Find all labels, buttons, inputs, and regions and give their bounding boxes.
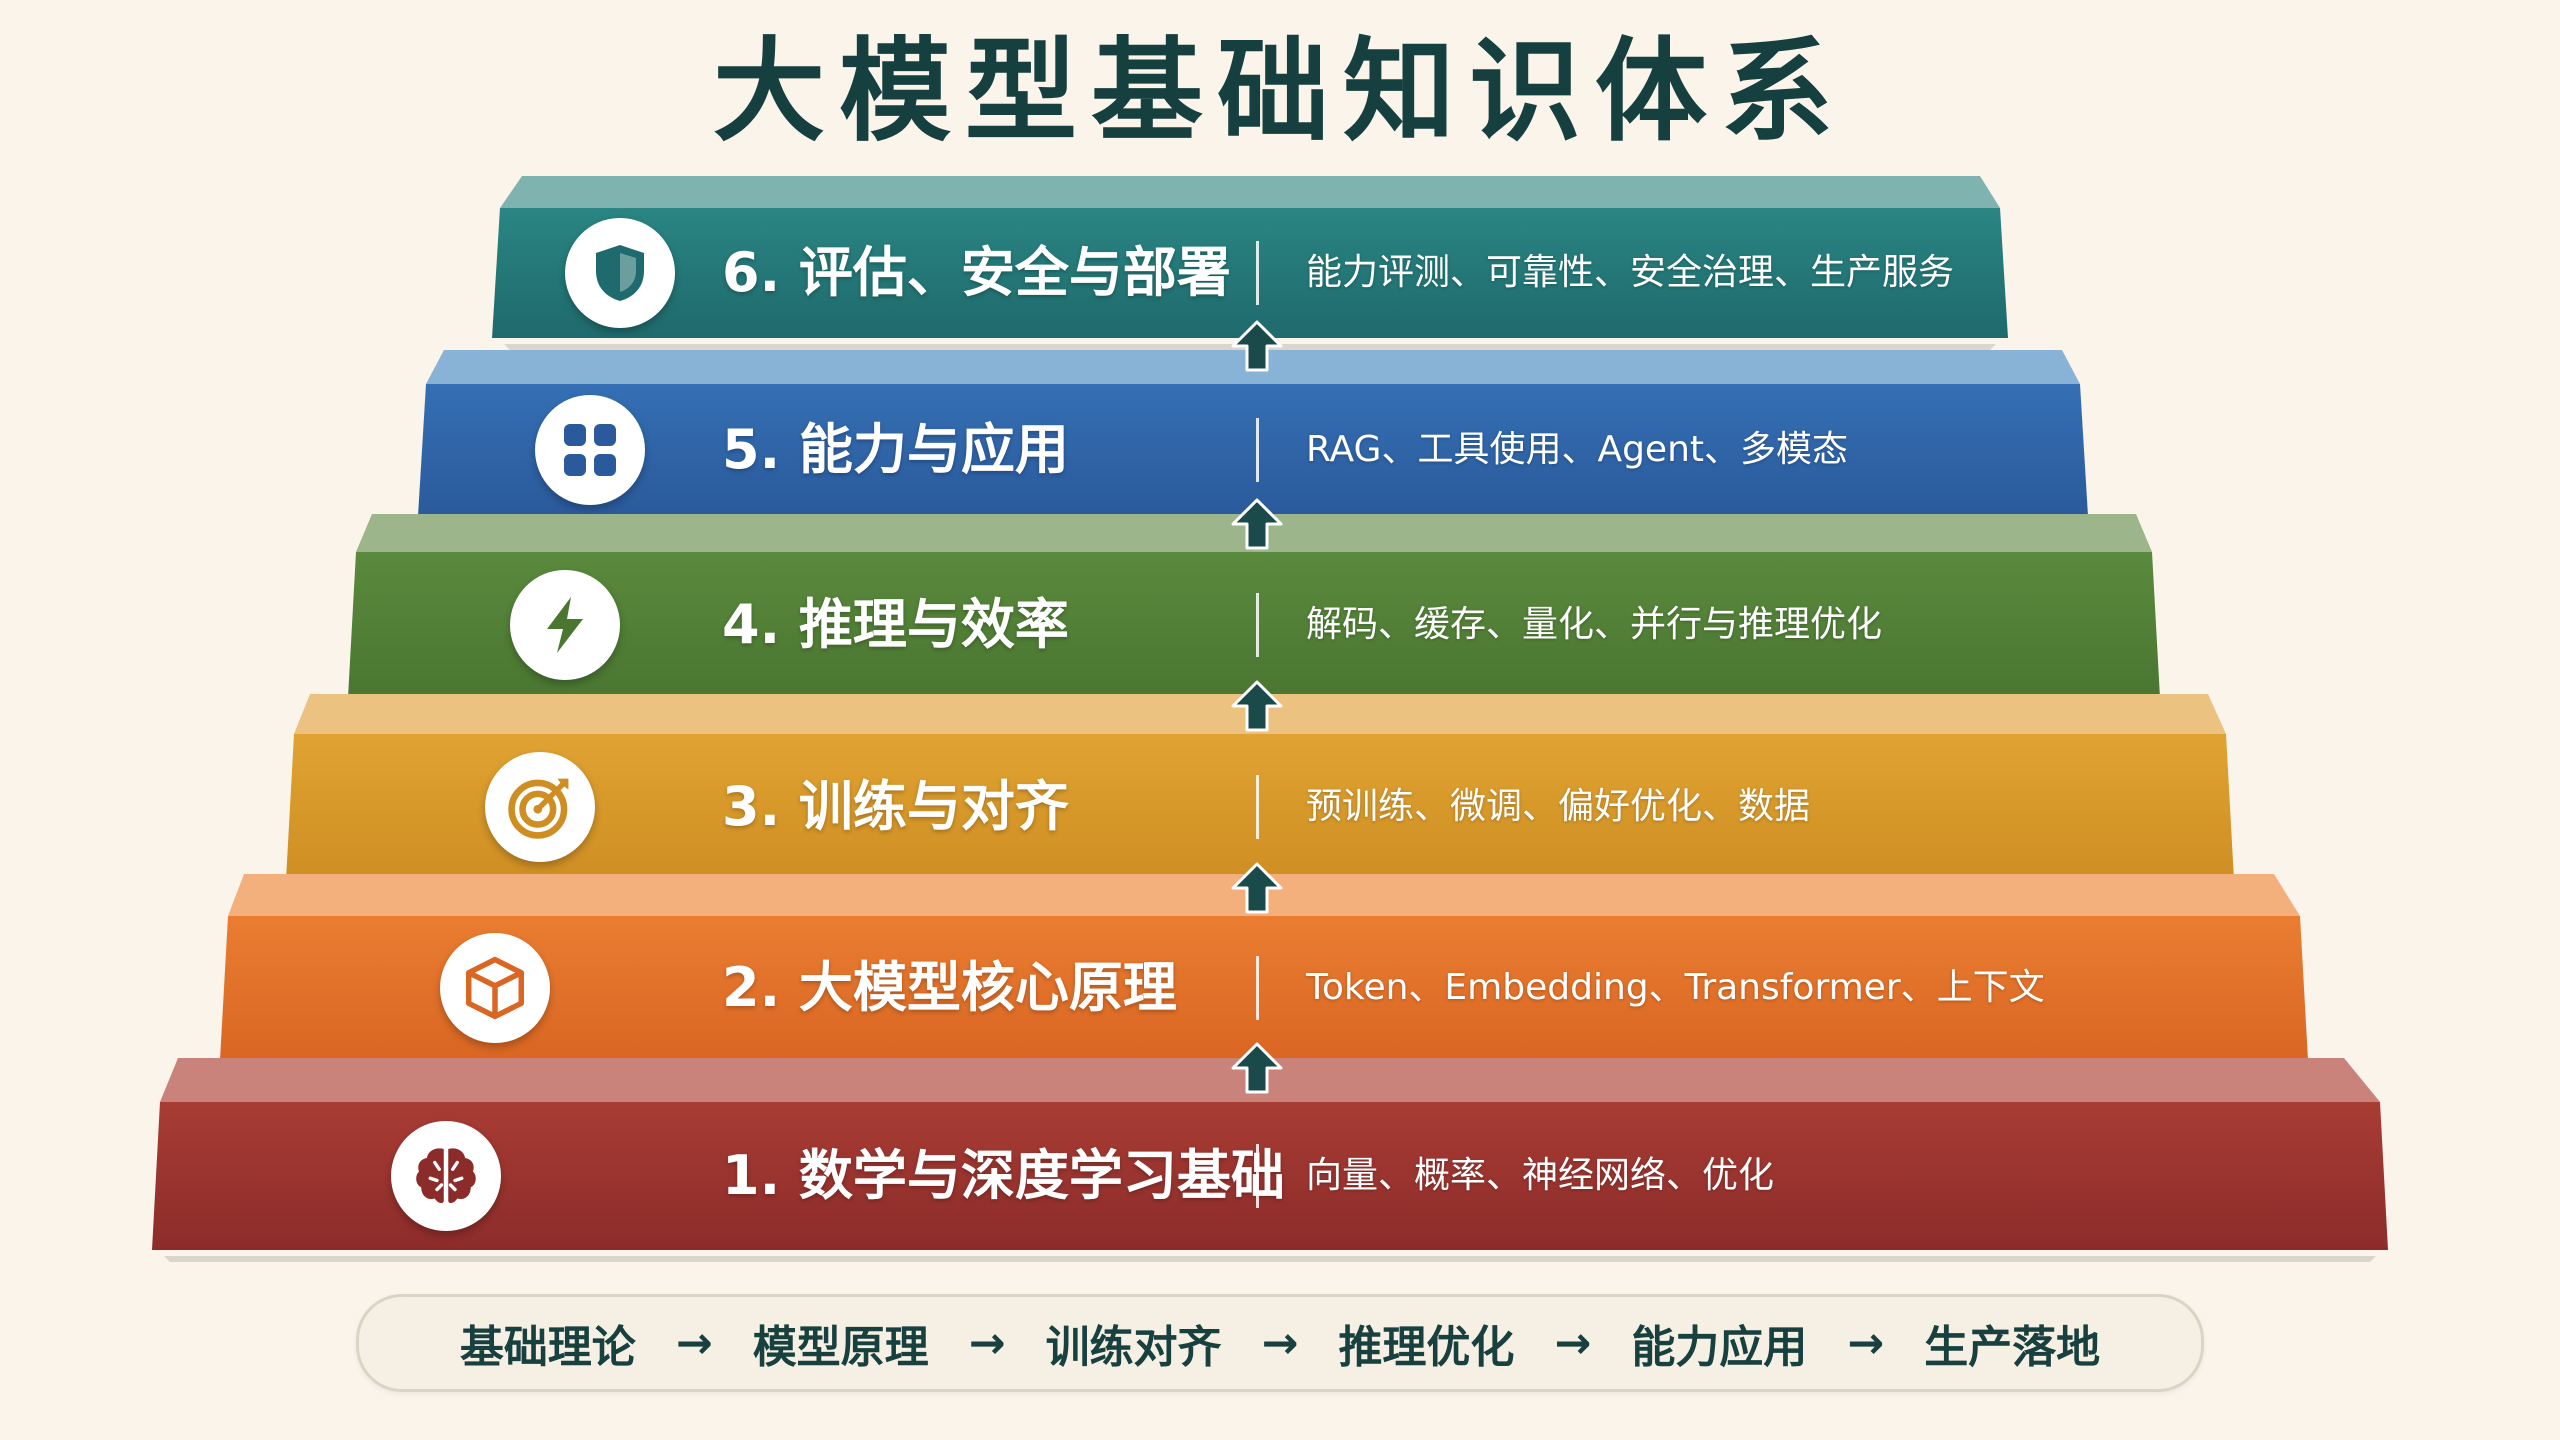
flow-step: 能力应用 [1631,1322,1808,1373]
tier-title: 3. 训练与对齐 [722,775,1069,838]
flow-step: 训练对齐 [1045,1322,1222,1373]
flow-bar: 基础理论 → 模型原理 → 训练对齐 → 推理优化 → 能力应用 → 生产落地 [356,1294,2204,1392]
tier-title: 4. 推理与效率 [722,593,1069,656]
tier-title: 6. 评估、安全与部署 [722,241,1231,304]
lightning-icon [510,570,620,680]
page-title: 大模型基础知识体系 [713,27,1847,157]
tier-divider [1256,418,1259,482]
tier-title: 5. 能力与应用 [722,418,1069,481]
grid-icon [535,395,645,505]
target-icon [485,752,595,862]
up-arrow-icon [1229,860,1285,916]
flow-arrow-icon: → [968,1317,1006,1369]
flow-arrow-icon: → [675,1317,713,1369]
tier-divider [1256,956,1259,1020]
flow-step: 生产落地 [1924,1322,2101,1373]
tier-divider [1256,593,1259,657]
flow-arrow-icon: → [1554,1317,1592,1369]
tier-topics: RAG、工具使用、Agent、多模态 [1306,429,1849,470]
tier-divider [1256,1144,1259,1208]
flow-arrow-icon: → [1261,1317,1299,1369]
up-arrow-icon [1229,1040,1285,1096]
tier-topics: 预训练、微调、偏好优化、数据 [1306,786,1811,827]
flow-arrow-icon: → [1847,1317,1885,1369]
flow-step: 模型原理 [752,1322,929,1373]
brain-icon [391,1121,501,1231]
up-arrow-icon [1229,496,1285,552]
tier-topics: 解码、缓存、量化、并行与推理优化 [1306,604,1883,645]
up-arrow-icon [1229,678,1285,734]
tier-topics: 向量、概率、神经网络、优化 [1306,1155,1775,1196]
tier-topics: 能力评测、可靠性、安全治理、生产服务 [1306,252,1955,293]
flow-step: 推理优化 [1338,1322,1515,1373]
flow-step: 基础理论 [459,1322,636,1373]
tier-divider [1256,775,1259,839]
tier-title: 1. 数学与深度学习基础 [722,1144,1285,1207]
up-arrow-icon [1229,318,1285,374]
shield-icon [565,218,675,328]
cube-icon [440,933,550,1043]
tier-title: 2. 大模型核心原理 [722,956,1177,1019]
tier-divider [1256,241,1259,305]
tier-topics: Token、Embedding、Transformer、上下文 [1306,967,2045,1008]
